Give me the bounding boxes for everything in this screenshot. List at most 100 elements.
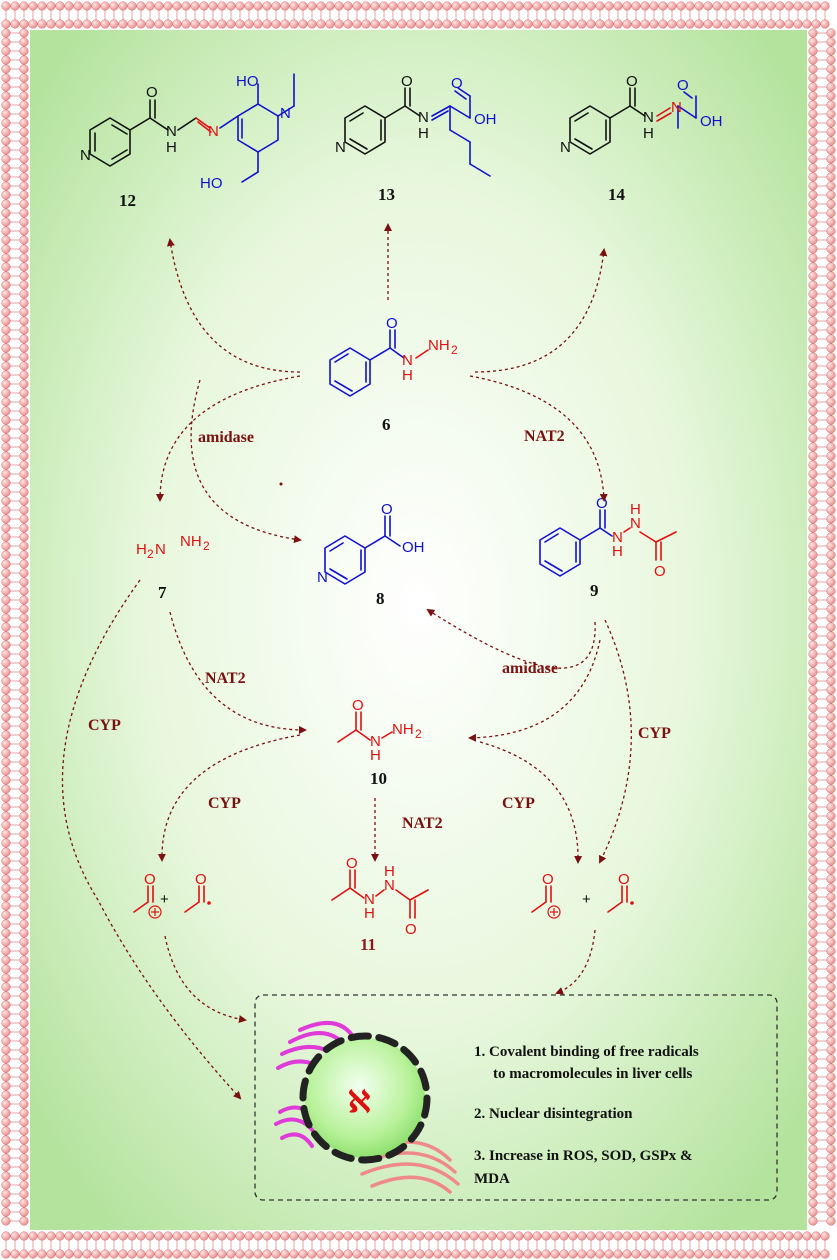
enzyme-label-amidase: amidase — [502, 660, 558, 677]
arrow-6-to-7 — [156, 375, 301, 502]
membrane-bead — [19, 730, 29, 740]
membrane-bead — [1, 1054, 11, 1064]
membrane-bead — [826, 280, 836, 290]
membrane-bead — [19, 874, 29, 884]
membrane-bead — [235, 1, 245, 11]
membrane-bead — [19, 739, 29, 749]
membrane-bead — [271, 1249, 281, 1259]
membrane-bead — [19, 667, 29, 677]
membrane-bead — [73, 1, 83, 11]
membrane-bead — [19, 523, 29, 533]
membrane-bead — [802, 1, 812, 11]
membrane-bead — [154, 1231, 164, 1241]
membrane-bead — [826, 442, 836, 452]
membrane-bead — [1, 937, 11, 947]
membrane-bead — [826, 748, 836, 758]
membrane-bead — [244, 1, 254, 11]
enzyme-label-cyp: CYP — [208, 795, 241, 812]
atom-label: H — [136, 541, 147, 558]
membrane-bead — [46, 1231, 56, 1241]
membrane-bead — [19, 532, 29, 542]
membrane-bead — [523, 1231, 533, 1241]
atom-label: H — [402, 367, 413, 384]
membrane-bead — [826, 946, 836, 956]
membrane-bead — [826, 883, 836, 893]
membrane-bead — [19, 577, 29, 587]
membrane-bead — [19, 208, 29, 218]
membrane-bead — [1, 46, 11, 56]
membrane-bead — [826, 793, 836, 803]
membrane-bead — [1, 847, 11, 857]
membrane-bead — [28, 1231, 38, 1241]
membrane-bead — [1, 496, 11, 506]
nucleus-icon — [305, 1038, 425, 1158]
membrane-bead — [808, 1081, 818, 1091]
membrane-bead — [808, 1090, 818, 1100]
membrane-bead — [253, 19, 263, 29]
membrane-bead — [19, 703, 29, 713]
membrane-bead — [1, 1072, 11, 1082]
membrane-bead — [808, 1009, 818, 1019]
structure-14 — [569, 87, 697, 155]
atom-label: H — [166, 139, 177, 156]
structure-9 — [539, 509, 677, 577]
membrane-bead — [1, 442, 11, 452]
membrane-bead — [739, 19, 749, 29]
membrane-bead — [424, 1231, 434, 1241]
membrane-bead — [1, 829, 11, 839]
membrane-bead — [19, 658, 29, 668]
effects-box — [254, 994, 778, 1201]
membrane-bead — [19, 829, 29, 839]
membrane-bead — [1, 199, 11, 209]
membrane-bead — [826, 64, 836, 74]
membrane-bead — [826, 46, 836, 56]
membrane-bead — [1, 802, 11, 812]
membrane-bead — [388, 1231, 398, 1241]
membrane-bead — [826, 892, 836, 902]
nuclear-envelope-segment — [331, 1148, 355, 1162]
membrane-bead — [1, 973, 11, 983]
membrane-bead — [826, 235, 836, 245]
cation-charge-right — [547, 905, 561, 919]
atom-label: O — [654, 563, 666, 580]
membrane-bead — [826, 496, 836, 506]
membrane-bead — [19, 28, 29, 38]
atom-label: O — [542, 871, 554, 888]
membrane-bead — [379, 1, 389, 11]
membrane-bead — [19, 460, 29, 470]
membrane-bead — [766, 1249, 776, 1259]
membrane-bead — [808, 478, 818, 488]
membrane-bead — [808, 1162, 818, 1172]
arrow-10-to-acyl-left — [157, 734, 301, 862]
membrane-bead — [1, 685, 11, 695]
membrane-bead — [298, 1231, 308, 1241]
membrane-bead — [478, 1249, 488, 1259]
membrane-bead — [808, 460, 818, 470]
membrane-bead — [1, 415, 11, 425]
membrane-bead — [1, 1000, 11, 1010]
membrane-bead — [826, 208, 836, 218]
membrane-bead — [307, 1249, 317, 1259]
membrane-bead — [1, 550, 11, 560]
membrane-bead — [826, 1009, 836, 1019]
atom-label: H — [364, 905, 375, 922]
atom-label: H — [418, 125, 429, 142]
atom-label: N — [560, 139, 571, 156]
membrane-bead — [19, 1072, 29, 1082]
membrane-bead — [826, 847, 836, 857]
membrane-bead — [808, 784, 818, 794]
membrane-bead — [19, 1171, 29, 1181]
membrane-bead — [19, 802, 29, 812]
membrane-bead — [640, 19, 650, 29]
membrane-bead — [826, 1117, 836, 1127]
membrane-bead — [370, 1231, 380, 1241]
membrane-bead — [1, 163, 11, 173]
membrane-bead — [370, 1, 380, 11]
membrane-bead — [808, 667, 818, 677]
structure-13 — [344, 87, 491, 177]
membrane-bead — [793, 1249, 803, 1259]
membrane-bead — [505, 1231, 515, 1241]
membrane-bead — [757, 1249, 767, 1259]
membrane-bead — [19, 991, 29, 1001]
membrane-bead — [19, 982, 29, 992]
